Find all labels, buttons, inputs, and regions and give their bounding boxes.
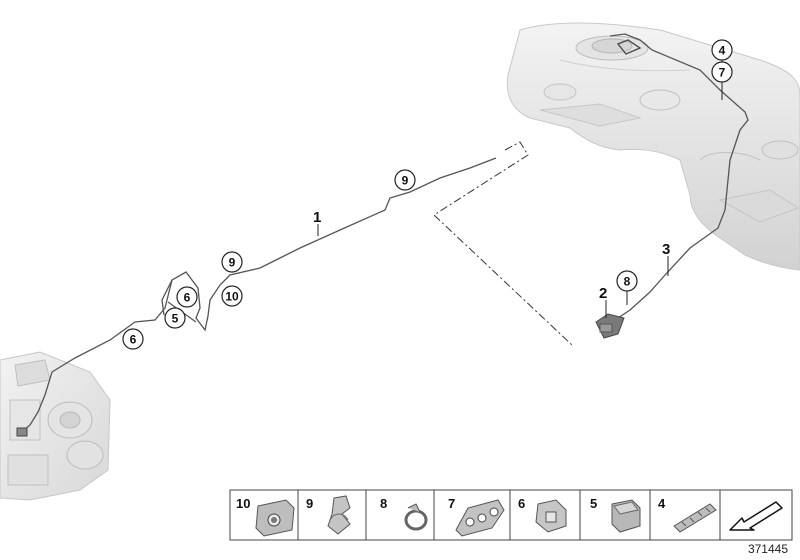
cap-icon [611,499,641,533]
callout-6-lower: 6 [130,333,137,347]
engine-block [0,351,111,501]
filter-coupling [595,313,625,339]
legend-cell-4: 4 [649,489,721,541]
callout-8: 8 [624,275,631,289]
engine-connector [16,427,28,437]
connection-indicator [433,141,573,346]
diagram-id: 371445 [747,542,788,556]
legend-number-10: 10 [236,496,250,511]
callout-circle-4: 4 [711,39,733,61]
legend-cell-8: 8 [365,489,435,541]
legend-cell-9: 9 [297,489,367,541]
callout-6-upper: 6 [184,291,191,305]
callout-5: 5 [172,312,179,326]
legend-number-9: 9 [306,496,313,511]
callout-1: 1 [313,209,321,226]
parts-legend: 10 9 8 7 [229,489,793,541]
callout-circle-6a: 6 [176,286,198,308]
callout-circle-9a: 9 [394,169,416,191]
return-line [609,33,749,319]
callout-7: 7 [719,66,726,80]
clip-bracket-icon [255,499,295,537]
callout-circle-8: 8 [616,270,638,292]
legend-cell-6: 6 [509,489,581,541]
legend-cell-7: 7 [433,489,511,541]
legend-number-5: 5 [590,496,597,511]
legend-number-6: 6 [518,496,525,511]
cable-tie-icon [673,503,717,533]
fuel-tank [506,22,800,271]
callout-9-lower: 9 [229,256,236,270]
hose-clamp-icon [404,503,428,531]
callout-4: 4 [719,44,726,58]
circled-callouts: 4 7 8 9 9 10 6 5 [122,39,733,350]
callout-circle-5: 5 [164,307,186,329]
legend-cell-5: 5 [579,489,651,541]
callout-9-upper: 9 [402,174,409,188]
pipe-holder-icon [455,499,505,537]
legend-number-8: 8 [380,496,387,511]
callout-2: 2 [599,285,607,302]
callout-circle-6b: 6 [122,328,144,350]
callout-labels: 1 2 3 [313,209,670,302]
arrow-icon [729,501,783,531]
callout-circle-10: 10 [221,285,243,307]
callout-circle-9b: 9 [221,251,243,273]
callout-3: 3 [662,241,670,258]
legend-number-4: 4 [658,496,666,511]
legend-number-7: 7 [448,496,455,511]
legend-cell-arrow [719,489,793,541]
hose-clip-icon [327,495,351,535]
legend-cell-10: 10 [229,489,299,541]
callout-10: 10 [225,290,239,304]
clip-icon [535,499,567,533]
callout-circle-7: 7 [711,61,733,83]
